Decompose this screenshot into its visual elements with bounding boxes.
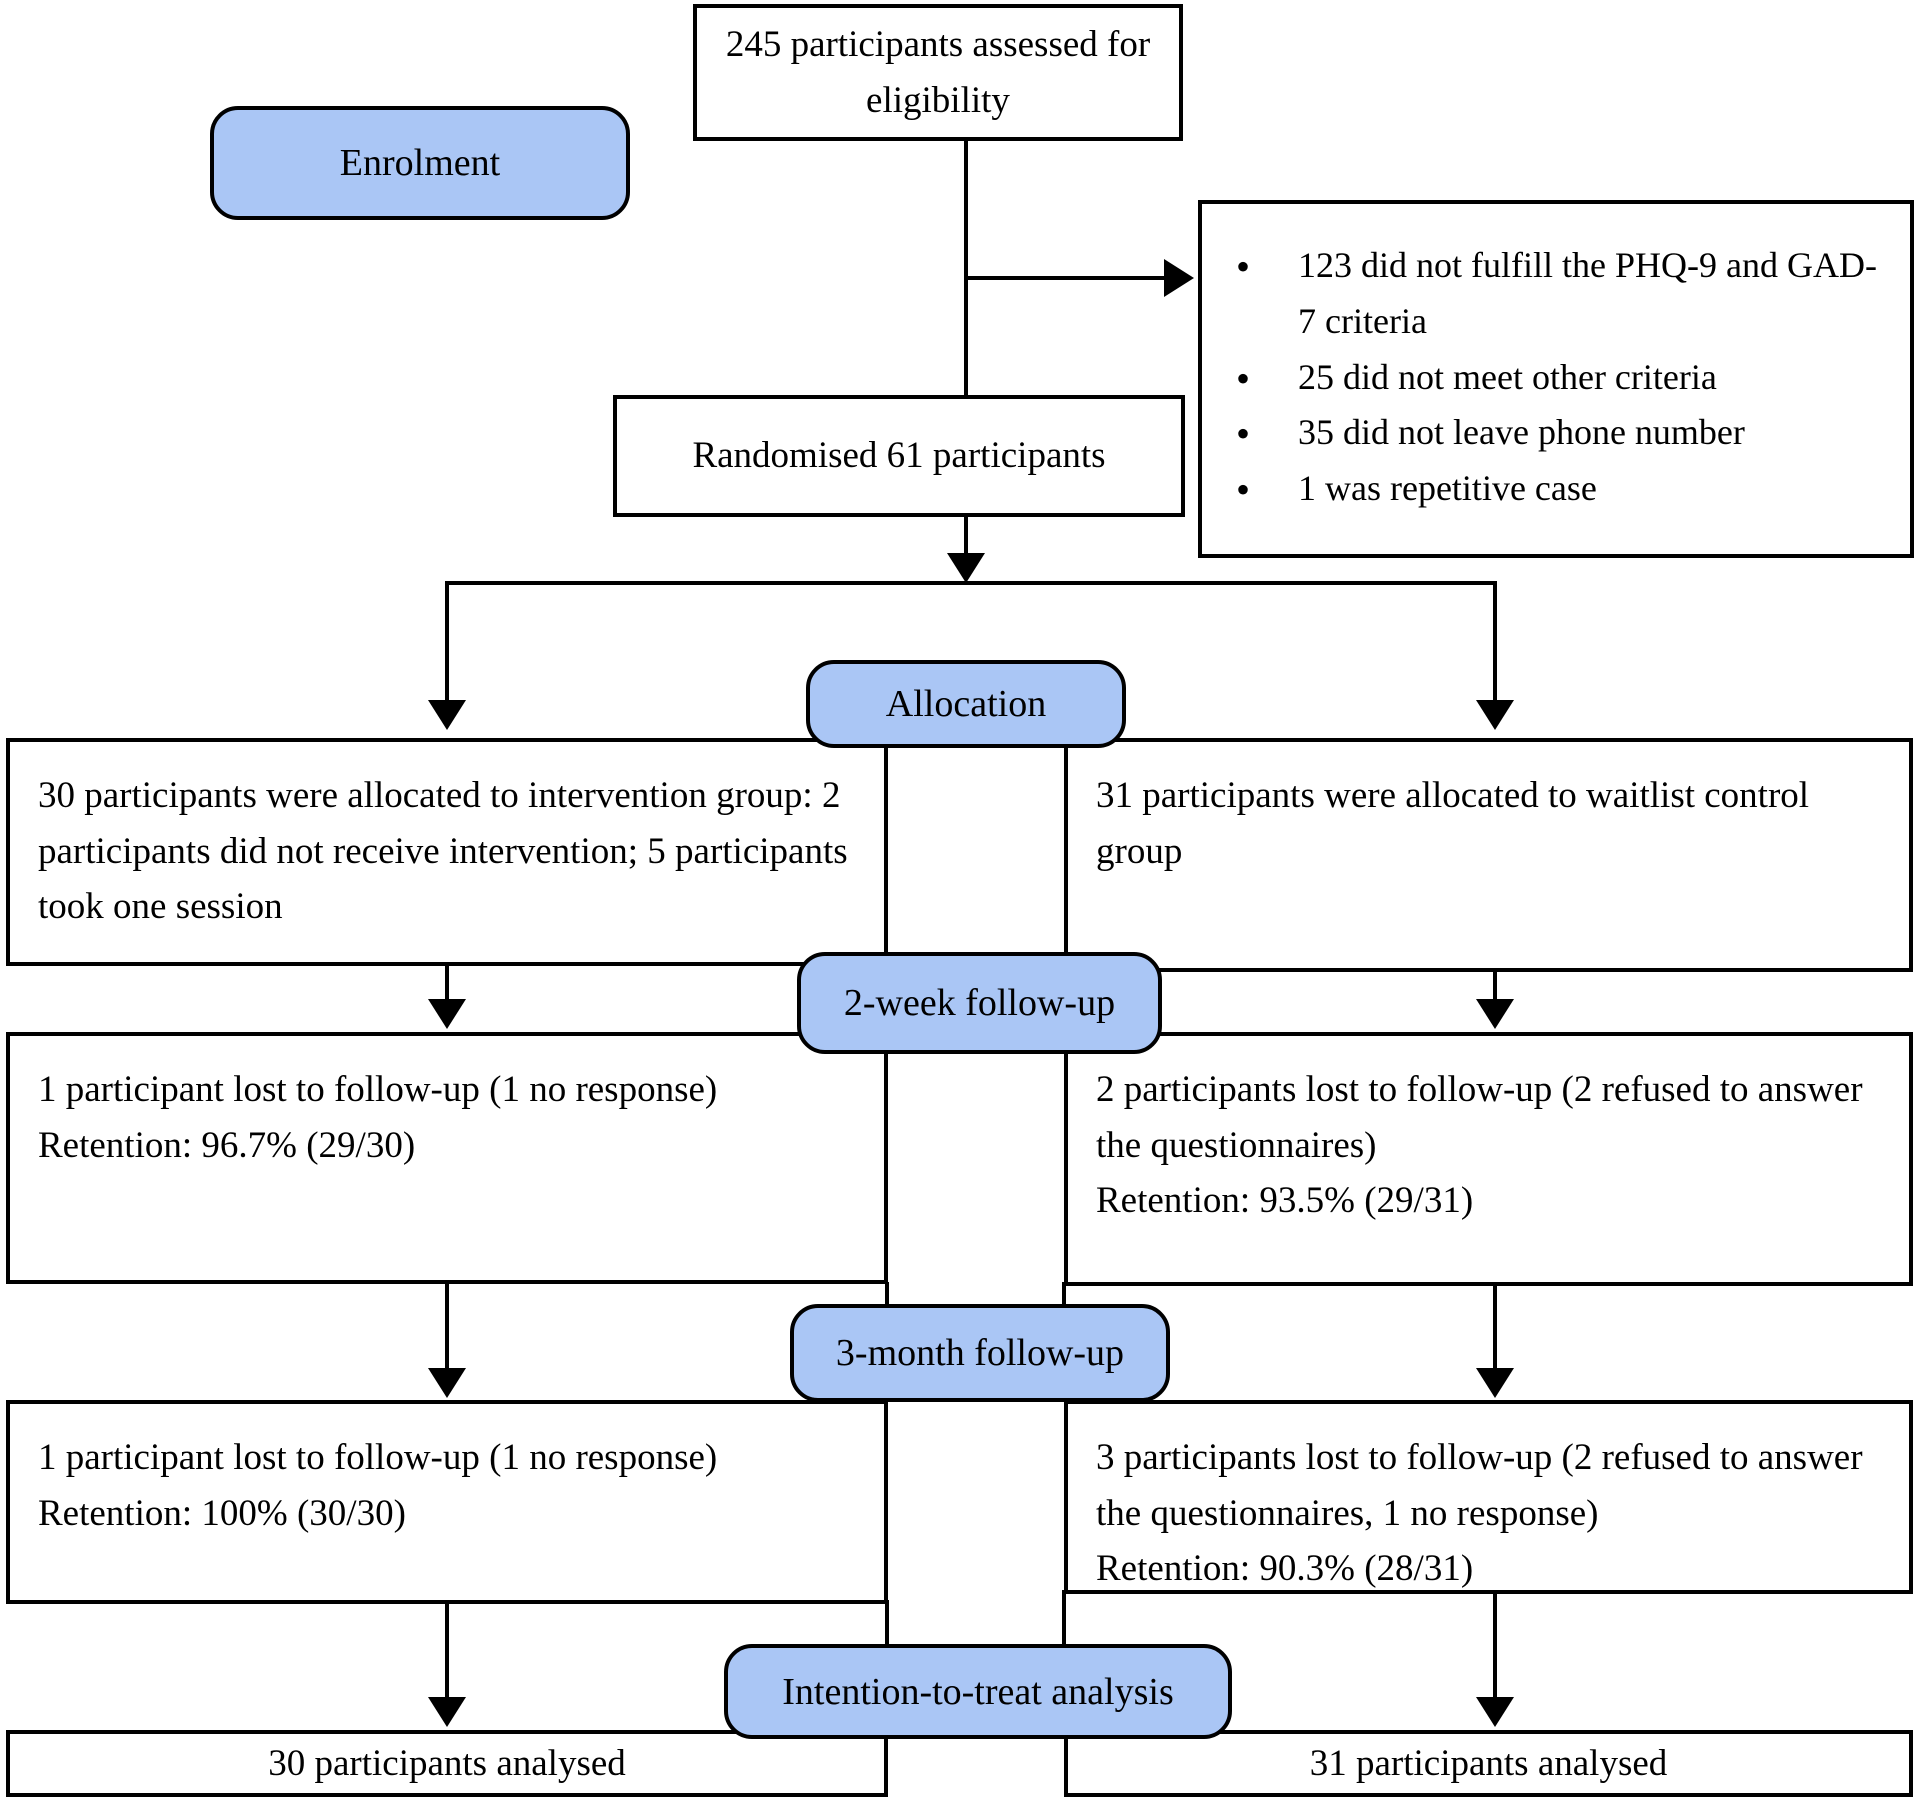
arrowhead-month3-left: [428, 1368, 466, 1398]
allocation-label: Allocation: [885, 683, 1047, 725]
analysed-intervention-text: 30 participants analysed: [268, 1742, 626, 1784]
arrowhead-analysed-left: [428, 1697, 466, 1727]
randomised-text: Randomised 61 participants: [692, 435, 1106, 477]
arrowhead-month3-right: [1476, 1368, 1514, 1398]
corridor-month3-itt-left: [885, 1600, 889, 1650]
week2-intervention-lost: 1 participant lost to follow-up (1 no re…: [38, 1069, 718, 1110]
corridor-week2-month3-left: [885, 1282, 889, 1310]
eligibility-box: 245 participants assessed for eligibilit…: [693, 4, 1183, 141]
analysed-control-box: 31 participants analysed: [1064, 1730, 1913, 1797]
exclusion-item: 35 did not leave phone number: [1226, 403, 1892, 465]
month3-control-lost: 3 participants lost to follow-up (2 refu…: [1096, 1437, 1863, 1534]
month3-pill: 3-month follow-up: [790, 1304, 1170, 1402]
analysed-intervention-box: 30 participants analysed: [6, 1730, 888, 1797]
connector-split-right: [1493, 581, 1497, 703]
exclusions-box: 123 did not fulfill the PHQ-9 and GAD-7 …: [1198, 200, 1914, 558]
randomised-box: Randomised 61 participants: [613, 395, 1185, 517]
connector-alloc-week2-left: [445, 964, 449, 1002]
month3-control-box: 3 participants lost to follow-up (2 refu…: [1064, 1400, 1913, 1594]
eligibility-text: 245 participants assessed for eligibilit…: [725, 24, 1151, 121]
connector-alloc-week2-right: [1493, 970, 1497, 1002]
month3-label: 3-month follow-up: [835, 1332, 1125, 1374]
enrolment-pill: Enrolment: [210, 106, 630, 220]
connector-randomised-to-split: [964, 515, 968, 557]
itt-pill: Intention-to-treat analysis: [724, 1644, 1232, 1739]
week2-control-lost: 2 participants lost to follow-up (2 refu…: [1096, 1069, 1863, 1166]
exclusion-item: 1 was repetitive case: [1226, 459, 1892, 521]
connector-eligibility-to-randomised: [964, 139, 968, 397]
week2-intervention-box: 1 participant lost to follow-up (1 no re…: [6, 1032, 888, 1284]
week2-pill: 2-week follow-up: [797, 952, 1162, 1054]
allocation-intervention-box: 30 participants were allocated to interv…: [6, 738, 888, 966]
week2-control-retention: Retention: 93.5% (29/31): [1096, 1180, 1474, 1221]
arrowhead-analysed-right: [1476, 1697, 1514, 1727]
arrowhead-exclusions: [1164, 259, 1194, 297]
allocation-pill: Allocation: [806, 660, 1126, 748]
month3-control-retention: Retention: 90.3% (28/31): [1096, 1548, 1474, 1589]
month3-intervention-retention: Retention: 100% (30/30): [38, 1492, 406, 1534]
month3-intervention-lost: 1 participant lost to follow-up (1 no re…: [38, 1437, 718, 1478]
connector-month3-analysed-right: [1493, 1592, 1497, 1700]
exclusion-item: 123 did not fulfill the PHQ-9 and GAD-7 …: [1226, 236, 1892, 350]
arrowhead-split: [947, 553, 985, 583]
month3-intervention-box: 1 participant lost to follow-up (1 no re…: [6, 1400, 888, 1604]
exclusions-list: 123 did not fulfill the PHQ-9 and GAD-7 …: [1202, 204, 1910, 521]
connector-split-left: [445, 581, 449, 703]
analysed-control-text: 31 participants analysed: [1309, 1742, 1668, 1784]
corridor-month3-itt-right: [1062, 1590, 1066, 1650]
connector-month3-analysed-left: [445, 1602, 449, 1700]
arrowhead-allocation-right: [1476, 700, 1514, 730]
arrowhead-week2-left: [428, 999, 466, 1029]
corridor-week2-month3-right: [1062, 1282, 1066, 1310]
allocation-control-box: 31 participants were allocated to waitli…: [1064, 738, 1913, 972]
week2-control-box: 2 participants lost to follow-up (2 refu…: [1064, 1032, 1913, 1286]
itt-label: Intention-to-treat analysis: [782, 1670, 1174, 1713]
arrowhead-allocation-left: [428, 700, 466, 730]
week2-intervention-retention: Retention: 96.7% (29/30): [38, 1124, 416, 1166]
allocation-control-text: 31 participants were allocated to waitli…: [1096, 775, 1810, 872]
exclusion-item: 25 did not meet other criteria: [1226, 348, 1892, 410]
arrowhead-week2-right: [1476, 999, 1514, 1029]
connector-week2-month3-right: [1493, 1284, 1497, 1372]
enrolment-label: Enrolment: [339, 142, 501, 184]
split-line: [445, 581, 1497, 585]
connector-to-exclusions: [966, 276, 1166, 280]
allocation-intervention-text: 30 participants were allocated to interv…: [38, 775, 848, 927]
connector-week2-month3-left: [445, 1282, 449, 1372]
week2-label: 2-week follow-up: [843, 982, 1116, 1024]
